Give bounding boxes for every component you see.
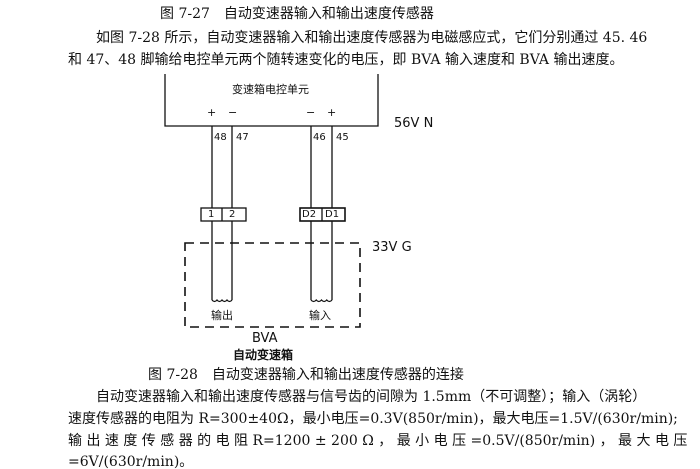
connector-pin-d1: D1 (325, 209, 340, 220)
body-line-3: 输 出 速 度 传 感 器 的 电 阻 R=1200 ± 200 Ω ， 最 小… (68, 433, 688, 449)
ecu-box (164, 74, 379, 127)
figure-caption-7-28: 图 7-28 自动变速器输入和输出速度传感器的连接 (148, 367, 464, 383)
pin-46: 46 (313, 132, 326, 143)
ecu-connector-label: 56V N (394, 116, 434, 131)
connector-pin-d2: D2 (302, 209, 317, 220)
connector-pin-2: 2 (229, 209, 236, 220)
body-line-2: 速度传感器的电阻为 R=300±40Ω，最小电压=0.3V(850r/min)，… (68, 411, 678, 427)
sign-45: + (327, 106, 337, 119)
output-label: 输出 (211, 309, 233, 322)
intro-line-1: 如图 7-28 所示，自动变速器输入和输出速度传感器为电磁感应式，它们分别通过 … (96, 30, 648, 46)
sign-47: − (228, 106, 238, 119)
connector-pin-1: 1 (208, 209, 215, 220)
sensor-connector-label: 33V G (372, 240, 412, 255)
pin-47: 47 (236, 132, 249, 143)
input-label: 输入 (309, 309, 331, 322)
output-sensor-end (211, 298, 233, 303)
intro-line-2: 和 47、48 脚输给电控单元两个随转速变化的电压，即 BVA 输入速度和 BV… (68, 52, 624, 68)
bva-label: BVA (252, 331, 278, 346)
input-sensor-end (310, 299, 333, 303)
gearbox-dashed-box (184, 242, 361, 328)
ecu-label: 变速箱电控单元 (232, 83, 309, 96)
gearbox-label: 自动变速箱 (233, 348, 294, 362)
sign-48: + (207, 106, 217, 119)
connector-1-2 (200, 207, 247, 222)
figure-caption-7-27: 图 7-27 自动变速器输入和输出速度传感器 (160, 6, 434, 22)
pin-45: 45 (336, 132, 349, 143)
pin-48: 48 (214, 132, 227, 143)
body-line-4: =6V/(630r/min)。 (68, 454, 194, 469)
sign-46: − (306, 106, 316, 119)
body-line-1: 自动变速器输入和输出速度传感器与信号齿的间隙为 1.5mm（不可调整）；输入（涡… (96, 389, 647, 405)
